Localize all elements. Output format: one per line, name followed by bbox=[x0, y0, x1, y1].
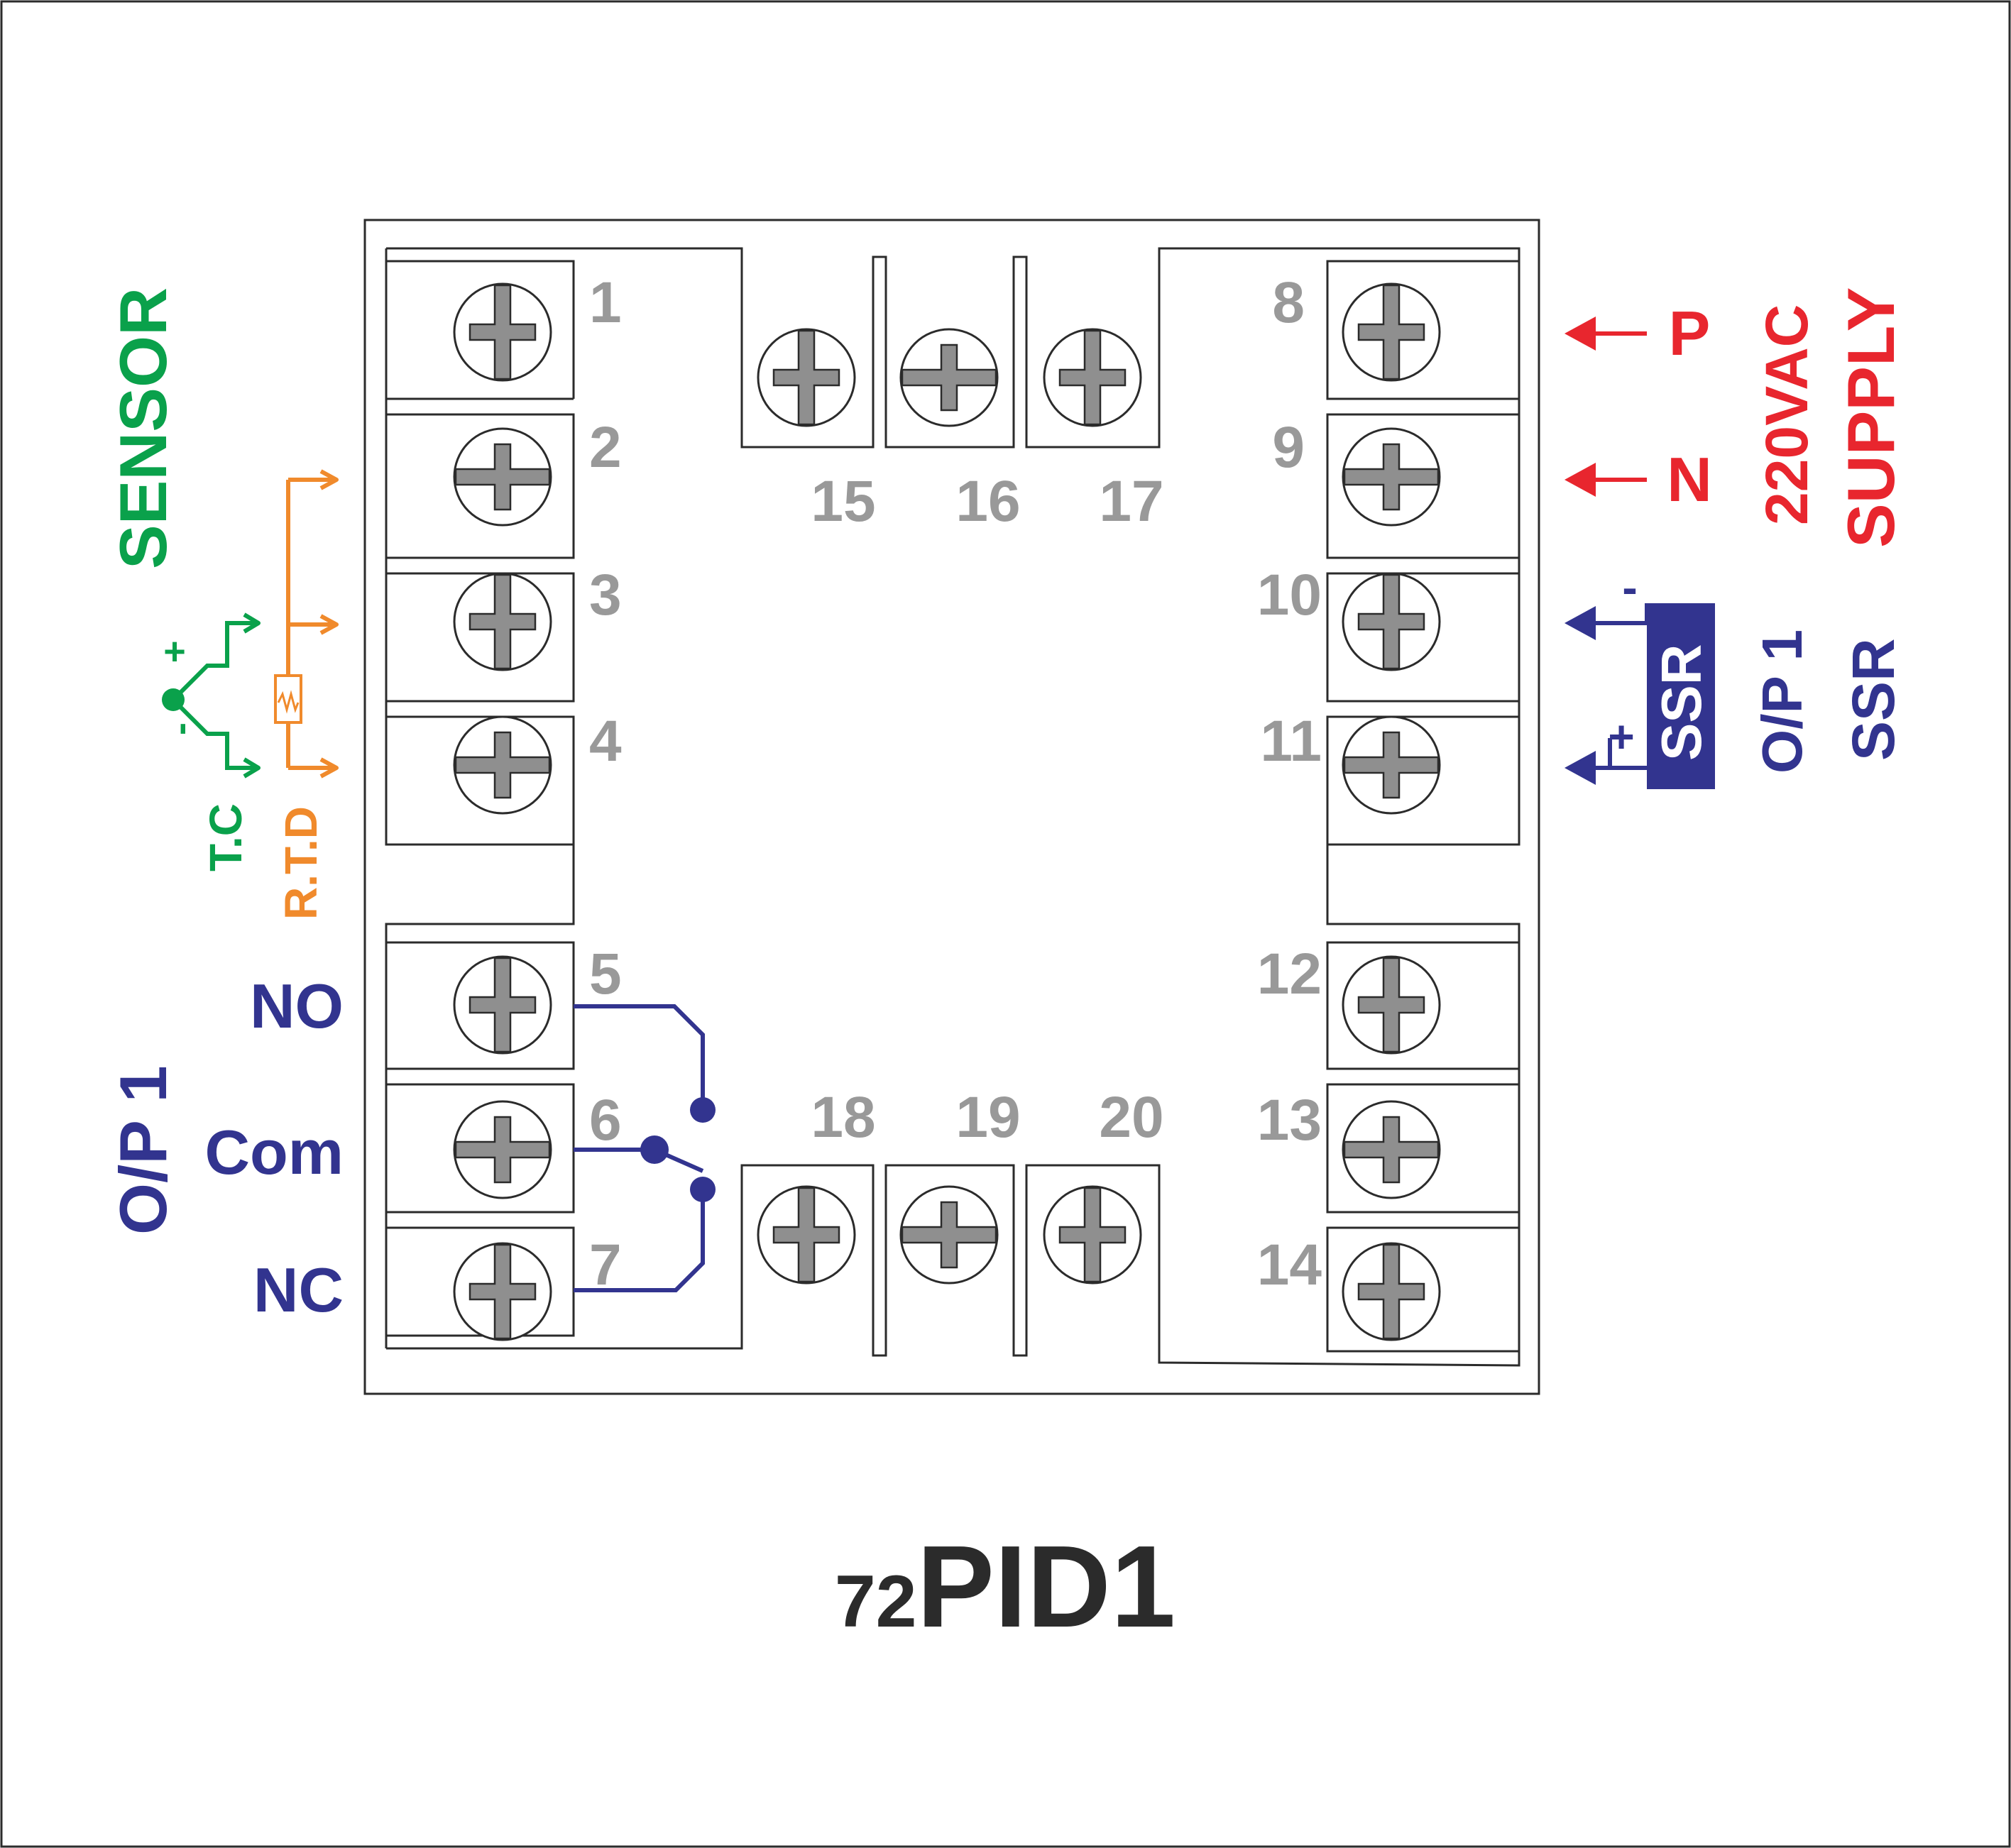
terminal-number-13: 13 bbox=[1257, 1088, 1322, 1153]
screw-terminal-4 bbox=[453, 715, 552, 815]
screw-terminal-10 bbox=[1342, 572, 1441, 671]
relay-nc-contact-icon bbox=[690, 1177, 716, 1202]
screw-terminal-18 bbox=[757, 1185, 856, 1285]
relay-wiring bbox=[574, 1004, 705, 1292]
screw-terminal-12 bbox=[1342, 955, 1441, 1055]
terminal-number-12: 12 bbox=[1257, 942, 1322, 1006]
nc-label: NC bbox=[253, 1255, 344, 1325]
terminal-number-9: 9 bbox=[1272, 415, 1305, 480]
terminal-number-1: 1 bbox=[589, 270, 622, 335]
thermocouple-junction-icon bbox=[162, 688, 185, 711]
screw-terminal-13 bbox=[1342, 1100, 1441, 1199]
supply-label: SUPPLY bbox=[1834, 287, 1908, 548]
terminal-number-2: 2 bbox=[589, 415, 622, 480]
right-terminal-cells bbox=[1326, 260, 1520, 1353]
ssr-module-icon bbox=[1647, 603, 1715, 789]
rtd-resistor-icon bbox=[274, 674, 302, 724]
tc-label: T.C bbox=[200, 803, 251, 871]
screw-terminal-1 bbox=[453, 282, 552, 382]
terminal-number-4: 4 bbox=[589, 709, 622, 774]
terminal-number-11: 11 bbox=[1260, 709, 1322, 774]
terminal-numbers: 1 2 3 4 5 6 7 8 9 10 11 12 13 14 15 16 1… bbox=[589, 270, 1322, 1297]
output-1-relay-label: O/P 1 bbox=[106, 1065, 180, 1235]
rtd-wiring bbox=[286, 469, 339, 779]
ssr-module-label: SSR bbox=[1650, 644, 1713, 761]
terminal-number-18: 18 bbox=[811, 1085, 875, 1150]
ssr-plus-sign: + bbox=[1608, 711, 1634, 762]
screw-terminal-6 bbox=[453, 1100, 552, 1199]
screw-terminal-9 bbox=[1342, 427, 1441, 527]
relay-common-contact-icon bbox=[640, 1135, 669, 1164]
terminal-number-19: 19 bbox=[955, 1085, 1020, 1150]
ssr-minus-sign: - bbox=[1622, 562, 1637, 613]
relay-no-contact-icon bbox=[690, 1097, 716, 1123]
terminal-number-5: 5 bbox=[589, 942, 622, 1006]
thermocouple-wiring bbox=[171, 612, 261, 779]
screw-terminal-8 bbox=[1342, 282, 1441, 382]
terminal-number-20: 20 bbox=[1099, 1085, 1163, 1150]
screw-terminal-3 bbox=[453, 572, 552, 671]
screw-terminal-5 bbox=[453, 955, 552, 1055]
terminal-number-15: 15 bbox=[811, 469, 875, 534]
terminal-number-8: 8 bbox=[1272, 270, 1305, 335]
screw-terminal-2 bbox=[453, 427, 552, 527]
screw-terminal-16 bbox=[899, 328, 999, 427]
model-prefix: 72 bbox=[835, 1561, 917, 1643]
screw-terminal-17 bbox=[1043, 328, 1142, 427]
no-label: NO bbox=[250, 971, 344, 1041]
terminal-number-6: 6 bbox=[589, 1088, 622, 1153]
rtd-label: R.T.D bbox=[275, 806, 327, 920]
output-1-ssr-label: O/P 1 bbox=[1750, 629, 1814, 774]
phase-label: P bbox=[1669, 298, 1711, 368]
tc-plus-sign: + bbox=[163, 630, 186, 673]
terminal-number-14: 14 bbox=[1257, 1233, 1322, 1297]
screw-terminal-14 bbox=[1342, 1242, 1441, 1341]
terminal-number-16: 16 bbox=[955, 469, 1020, 534]
model-title: 72PID1 bbox=[835, 1522, 1176, 1651]
terminal-block-outline bbox=[385, 247, 1520, 1367]
screw-terminal-19 bbox=[899, 1185, 999, 1285]
terminal-number-17: 17 bbox=[1099, 469, 1163, 534]
terminal-number-7: 7 bbox=[589, 1233, 622, 1297]
ssr-label: SSR bbox=[1840, 638, 1907, 761]
screw-terminal-11 bbox=[1342, 715, 1441, 815]
terminal-number-3: 3 bbox=[589, 563, 622, 627]
terminal-number-10: 10 bbox=[1257, 563, 1322, 627]
sensor-label: SENSOR bbox=[106, 287, 180, 569]
screw-terminal-15 bbox=[757, 328, 856, 427]
com-label: Com bbox=[204, 1117, 344, 1187]
model-name: PID1 bbox=[917, 1522, 1176, 1651]
screw-terminal-20 bbox=[1043, 1185, 1142, 1285]
tc-minus-sign: - bbox=[159, 722, 202, 735]
voltage-label: 220VAC bbox=[1753, 304, 1820, 525]
neutral-label: N bbox=[1667, 444, 1712, 515]
supply-arrows bbox=[1565, 317, 1647, 497]
controller-housing bbox=[363, 219, 1540, 1395]
screw-terminal-7 bbox=[453, 1242, 552, 1341]
